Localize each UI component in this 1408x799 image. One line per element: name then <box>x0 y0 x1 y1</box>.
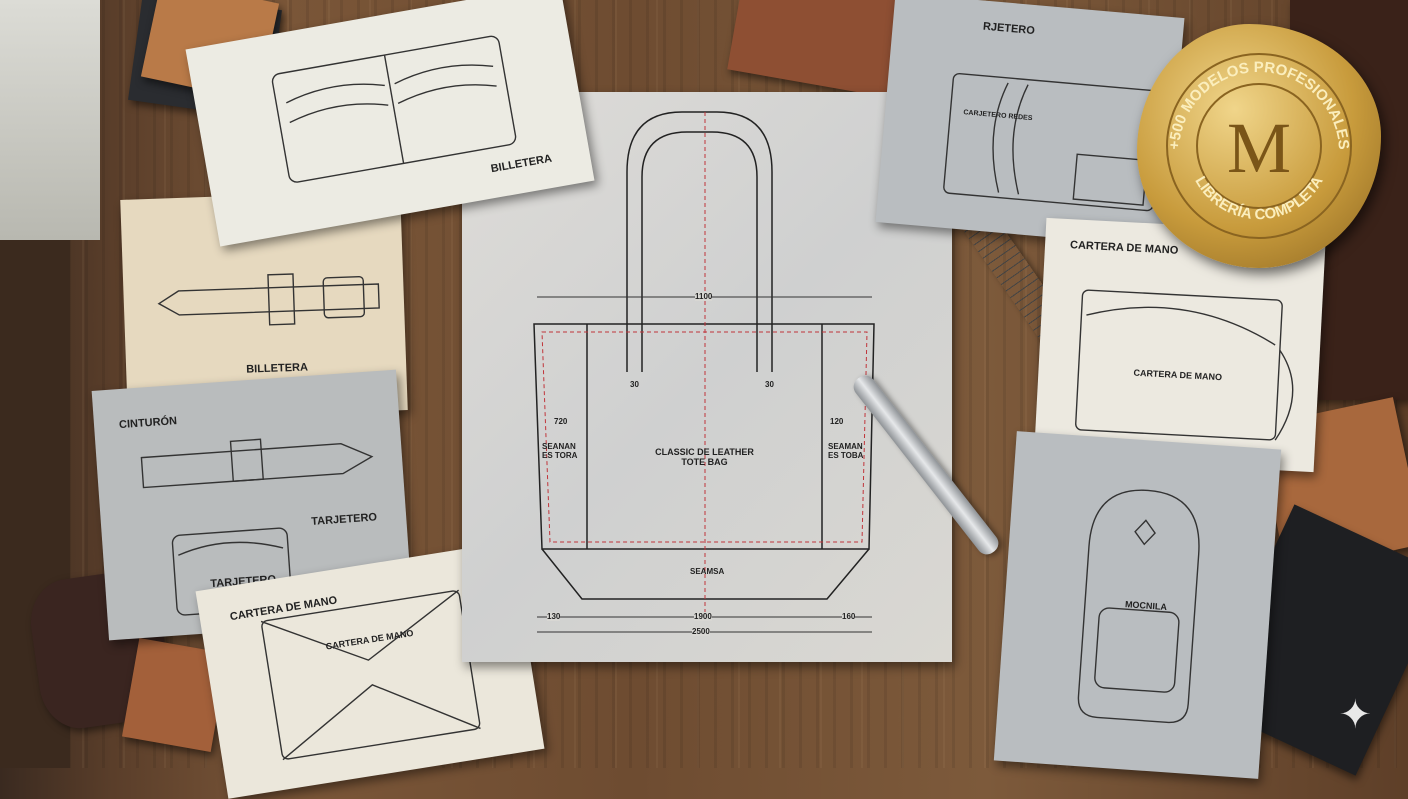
belt-pattern-sheet: BILLETERA <box>120 190 408 420</box>
dim-top: 1100 <box>695 292 713 301</box>
dim-bottom-mid: 1900 <box>694 612 712 621</box>
dim-right: 120 <box>830 417 844 426</box>
seal-letter: M <box>1227 108 1291 188</box>
window <box>0 0 100 240</box>
dim-bottom-left: 130 <box>547 612 561 621</box>
wallet-pattern-sheet: BILLETERA <box>185 0 595 247</box>
label-billetera-belt: BILLETERA <box>246 361 309 376</box>
dim-bottom-right: 160 <box>842 612 856 621</box>
label-base: SEAMSA <box>690 567 725 576</box>
sparkle-icon: ✦ <box>1338 693 1372 737</box>
label-left-gusset: SEANAN ES TORA <box>542 442 578 460</box>
dim-total: 2500 <box>692 627 710 636</box>
tote-title-line1: CLASSIC DE LEATHER <box>655 447 754 457</box>
label-right-gusset: SEAMAN ES TOBA <box>828 442 864 460</box>
seal-graphic: +500 MODELOS PROFESIONALES LIBRERÍA COMP… <box>1166 53 1352 239</box>
dim-handle-right: 30 <box>765 380 774 389</box>
cartera-right-sheet: CARTERA DE MANO CARTERA DE MANO <box>1033 217 1327 473</box>
dim-handle-left: 30 <box>630 380 639 389</box>
dim-left: 720 <box>554 417 568 426</box>
mochila-sheet: MOCNILA <box>993 431 1282 779</box>
wax-seal-badge: +500 MODELOS PROFESIONALES LIBRERÍA COMP… <box>1137 24 1381 268</box>
tote-title-line2: TOTE BAG <box>681 457 728 467</box>
